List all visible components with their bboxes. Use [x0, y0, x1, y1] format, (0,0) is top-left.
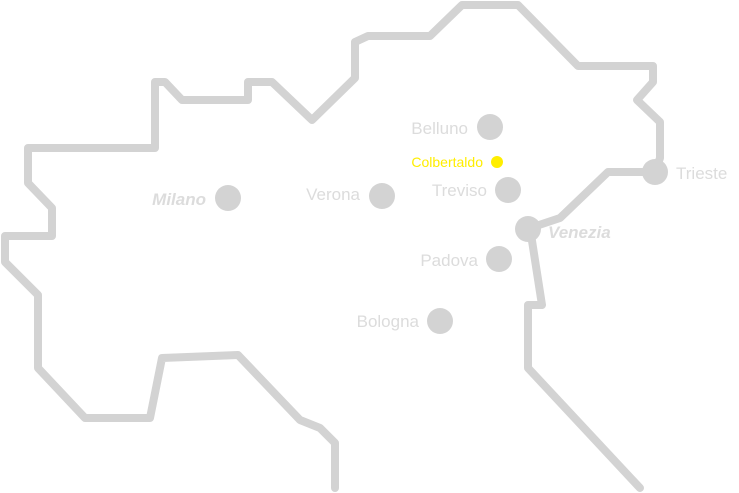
city-dot-verona: [369, 183, 395, 209]
city-label-padova: Padova: [420, 251, 478, 270]
city-label-belluno: Belluno: [411, 119, 468, 138]
city-dot-padova: [486, 246, 512, 272]
city-label-verona: Verona: [306, 185, 360, 204]
highlight-location-label: Colbertaldo: [411, 154, 483, 170]
highlight-location-dot: [491, 156, 503, 168]
city-dot-treviso: [495, 177, 521, 203]
region-border-west: [1, 1, 664, 492]
city-label-treviso: Treviso: [432, 181, 487, 200]
city-label-milano: Milano: [152, 190, 206, 209]
city-dot-venezia: [515, 216, 541, 242]
city-dot-milano: [215, 185, 241, 211]
region-border-coast: [524, 168, 659, 492]
city-label-bologna: Bologna: [357, 312, 420, 331]
city-dot-trieste: [642, 159, 668, 185]
city-dot-belluno: [477, 114, 503, 140]
city-label-venezia: Venezia: [548, 223, 611, 242]
city-dot-bologna: [427, 308, 453, 334]
city-label-trieste: Trieste: [676, 164, 727, 183]
